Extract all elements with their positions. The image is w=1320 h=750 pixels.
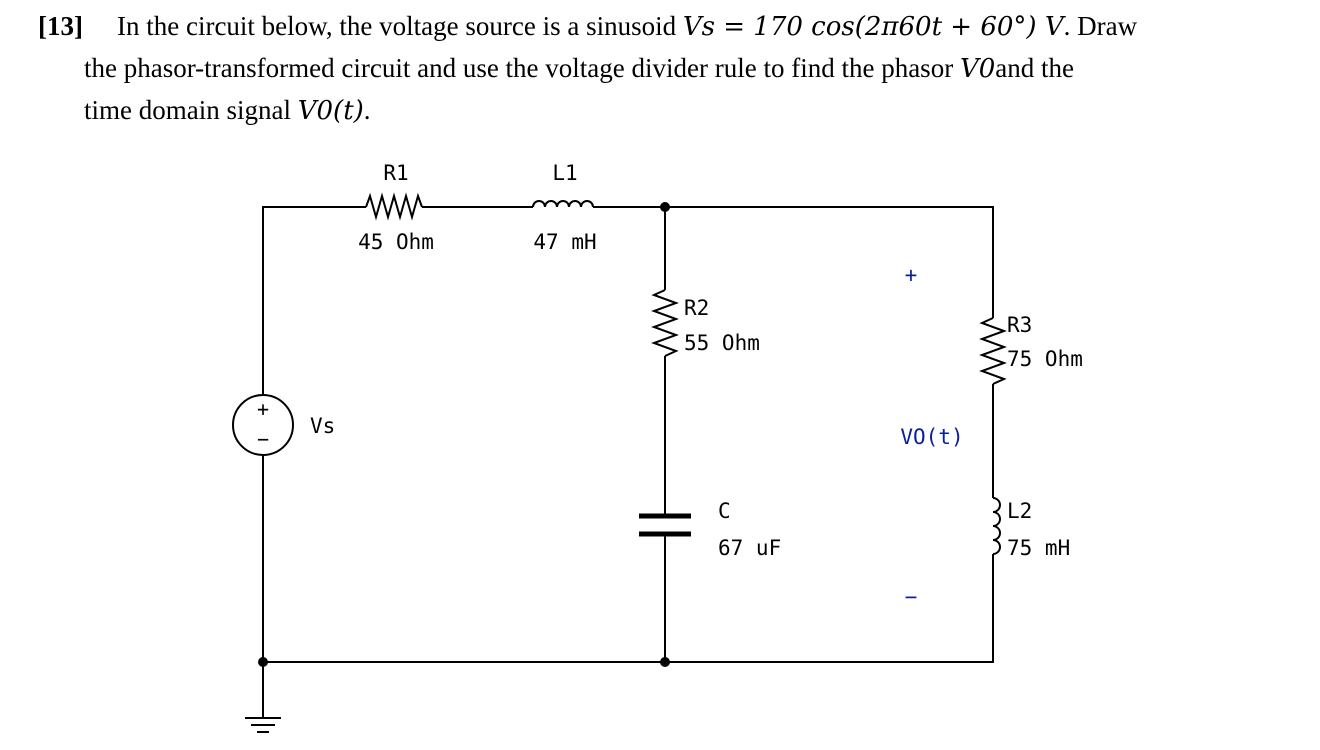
problem-text-1: In the circuit below, the voltage source… [116, 11, 677, 41]
problem-line-3: time domain signal V0(t). [38, 90, 1288, 132]
problem-number: [13] [38, 11, 83, 41]
l1-value: 47 mH [533, 230, 596, 254]
problem-text-2: the phasor-transformed circuit and use t… [84, 53, 954, 83]
junction-bottom-left [258, 657, 268, 667]
source-expression: Vs = 170 cos(2π60t + 60°) V [682, 12, 1064, 42]
c-name: C [718, 499, 731, 523]
junction-bottom-mid [660, 657, 670, 667]
r2-name: R2 [684, 296, 709, 320]
l2-name: L2 [1007, 499, 1032, 523]
wire-top-right [593, 206, 994, 318]
problem-statement: [13] In the circuit below, the voltage so… [38, 6, 1288, 132]
l2-value: 75 mH [1007, 536, 1070, 560]
ground-icon [245, 717, 281, 733]
l1-name: L1 [552, 161, 577, 185]
wire-left-top [262, 206, 366, 395]
c-value: 67 uF [718, 536, 781, 560]
problem-text-1-tail: . Draw [1063, 11, 1138, 41]
r3-name: R3 [1007, 313, 1032, 337]
time-signal: V0(t) [297, 96, 364, 126]
junction-top [660, 202, 670, 212]
wire-bottom [263, 554, 994, 663]
problem-text-3-tail: . [363, 95, 371, 125]
r2-resistor [651, 289, 679, 357]
problem-line-1: [13] In the circuit below, the voltage so… [38, 6, 1288, 48]
problem-text-3: time domain signal [84, 95, 291, 125]
r2-value: 55 Ohm [684, 331, 760, 355]
output-label: VO(t) [900, 425, 963, 449]
phasor-symbol: V0 [959, 54, 996, 84]
r3-value: 75 Ohm [1007, 347, 1083, 371]
l1-inductor [532, 200, 594, 208]
wires [262, 192, 1007, 718]
r1-resistor [365, 192, 423, 221]
r1-value: 45 Ohm [358, 230, 434, 254]
source-label: Vs [310, 414, 335, 438]
r1-name: R1 [383, 161, 408, 185]
output-plus: + [905, 263, 918, 287]
l2-inductor [992, 497, 1001, 555]
source-minus: − [257, 427, 269, 451]
problem-line-2: the phasor-transformed circuit and use t… [38, 48, 1288, 90]
output-minus: − [905, 585, 918, 609]
problem-text-2-tail: and the [995, 53, 1074, 83]
r3-resistor [979, 317, 1007, 385]
voltage-source [232, 394, 294, 456]
source-plus: + [257, 397, 269, 421]
